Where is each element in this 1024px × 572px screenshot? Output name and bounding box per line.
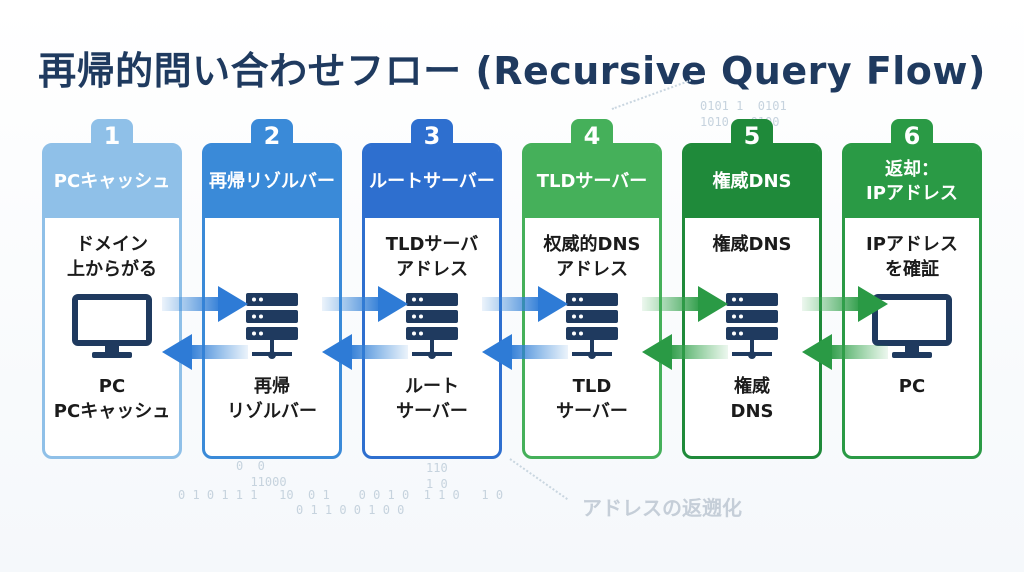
arrow-left-2-1 [162, 334, 248, 370]
step-header: 権威DNS [685, 146, 819, 218]
step-number-badge: 2 [251, 119, 293, 153]
step-bottom-label: 権威 DNS [730, 376, 774, 422]
binary-decoration-bottom-c: 0 1 1 0 0 1 0 0 [296, 503, 405, 517]
step-card-3: 3 ルートサーバー TLDサーバ アドレス ルート サーバー [362, 119, 502, 459]
arrow-left-4-3 [482, 334, 568, 370]
step-header: 再帰リゾルバー [205, 146, 339, 218]
step-bottom-label: TLD サーバー [556, 376, 628, 422]
footnote-label: アドレスの返遡化 [582, 496, 742, 520]
step-number-badge: 6 [891, 119, 933, 153]
step-header: PCキャッシュ [45, 146, 179, 218]
step-number-badge: 5 [731, 119, 773, 153]
step-header: ルートサーバー [365, 146, 499, 218]
arrow-right-2-3 [322, 286, 408, 322]
arrow-left-3-2 [322, 334, 408, 370]
binary-decoration-bottom-a: 0 0 11000 [236, 459, 287, 489]
step-number-badge: 4 [571, 119, 613, 153]
step-bottom-label: ルート サーバー [396, 376, 468, 422]
server-icon [365, 291, 499, 363]
step-bottom-label: PC PCキャッシュ [53, 376, 171, 422]
arrow-right-3-4 [482, 286, 568, 322]
step-number-badge: 1 [91, 119, 133, 153]
step-description: 権威DNS [712, 234, 792, 255]
server-icon [525, 291, 659, 363]
step-number-badge: 3 [411, 119, 453, 153]
step-bottom-label: PC [898, 376, 926, 397]
binary-decoration-bottom-d: 110 1 0 [426, 461, 448, 491]
step-card-4: 4 TLDサーバー 权威的DNS アドレス TLD サーバー [522, 119, 662, 459]
step-description: 权威的DNS アドレス [543, 234, 641, 280]
server-icon [205, 291, 339, 363]
step-description: IPアドレス を確証 [866, 234, 958, 280]
arrow-right-4-5 [642, 286, 728, 322]
page-title: 再帰的問い合わせフロー (Recursive Query Flow) [38, 49, 986, 93]
arrow-right-5-6 [802, 286, 888, 322]
arrow-left-5-4 [642, 334, 728, 370]
step-description: ドメイン 上からがる [67, 234, 157, 280]
server-icon [685, 291, 819, 363]
arrow-left-6-5 [802, 334, 888, 370]
step-header: TLDサーバー [525, 146, 659, 218]
step-card-1: 1 PCキャッシュ ドメイン 上からがる PC PCキャッシュ [42, 119, 182, 459]
monitor-icon [45, 294, 179, 360]
monitor-icon [845, 294, 979, 360]
step-description: TLDサーバ アドレス [385, 234, 479, 280]
step-header: 返却： IPアドレス [845, 146, 979, 218]
arrow-right-1-2 [162, 286, 248, 322]
binary-decoration-bottom-b: 0 1 0 1 1 1 10 0 1 0 0 1 0 1 1 0 1 0 [178, 488, 504, 502]
step-bottom-label: 再帰 リゾルバー [227, 376, 317, 422]
